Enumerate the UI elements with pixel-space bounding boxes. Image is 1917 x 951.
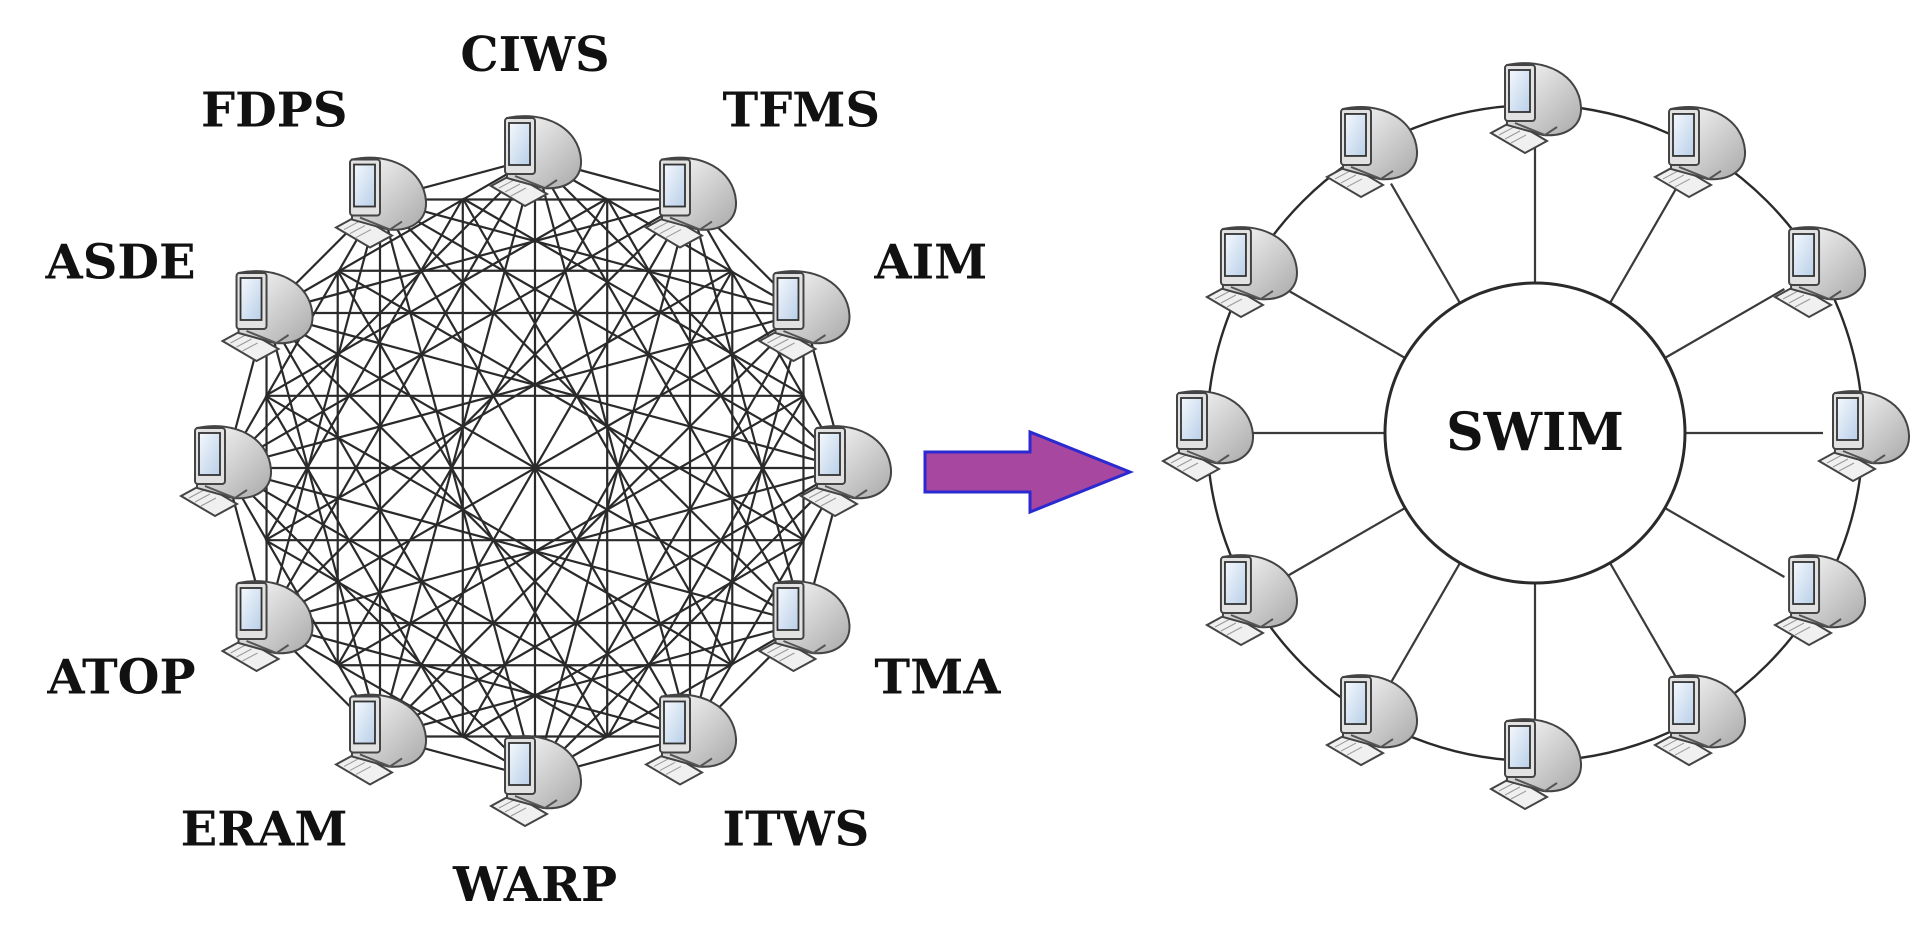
right-arrow-icon: [923, 429, 1135, 515]
hub-spoke: [1390, 562, 1461, 683]
mesh-link: [265, 199, 382, 624]
computer-icon: [1654, 106, 1747, 198]
mesh-link: [606, 395, 806, 739]
mesh-link: [336, 270, 609, 739]
mesh-link: [265, 312, 382, 737]
node-label-aim: AIM: [873, 235, 987, 291]
swim-hub: [1383, 281, 1687, 585]
mesh-link: [379, 198, 804, 315]
mesh-link: [379, 198, 846, 469]
mesh-link: [379, 312, 805, 738]
computer-icon: [1774, 226, 1867, 318]
computer-icon: [180, 425, 273, 517]
hub-spoke: [1664, 507, 1785, 578]
mesh-link: [462, 197, 806, 397]
computer-icon: [1162, 390, 1255, 482]
computer-icon: [758, 270, 851, 362]
mesh-link: [264, 395, 464, 739]
hub-spoke: [1609, 183, 1680, 304]
node-label-ciws: CIWS: [460, 27, 609, 83]
computer-icon: [758, 580, 851, 672]
mesh-link: [336, 197, 609, 666]
mesh-link: [379, 198, 691, 738]
right-swim-network: SWIM: [1162, 62, 1911, 810]
mesh-link: [461, 197, 734, 666]
mesh-link: [379, 198, 805, 624]
computer-icon: [1205, 226, 1298, 318]
computer-icon: [1654, 674, 1747, 767]
hub-spoke: [1390, 183, 1461, 304]
computer-icon: [1818, 390, 1911, 482]
mesh-link: [337, 394, 806, 667]
computer-icon: [1490, 62, 1583, 154]
node-label-warp: WARP: [452, 857, 617, 913]
computer-icon: [800, 425, 893, 517]
node-label-tma: TMA: [874, 650, 1001, 706]
mesh-link: [224, 467, 691, 738]
mesh-link: [462, 539, 806, 739]
computer-icon: [1205, 554, 1298, 646]
node-label-atop: ATOP: [46, 650, 195, 706]
node-label-fdps: FDPS: [201, 83, 347, 139]
computer-icon: [490, 115, 583, 207]
mesh-link: [264, 539, 608, 739]
arrow-shape: [923, 429, 1135, 515]
computer-icon: [335, 156, 428, 249]
mesh-link: [337, 269, 806, 542]
hub-spoke: [1664, 288, 1785, 359]
hub-spoke: [1609, 562, 1680, 683]
hub-spoke: [1285, 288, 1406, 359]
hub-spoke: [1285, 507, 1406, 578]
mesh-connections: [223, 156, 847, 780]
left-mesh-network: CIWS TFMS AIM TMA ITWS WARP ERAM ATOP ASDE FDPS: [44, 27, 1001, 913]
mesh-link: [265, 198, 691, 624]
mesh-link: [265, 312, 691, 738]
computer-icon: [221, 270, 314, 362]
computer-icon: [1326, 106, 1419, 198]
mesh-link: [264, 197, 608, 397]
node-label-eram: ERAM: [181, 801, 348, 857]
mesh-link: [606, 197, 806, 541]
node-label-itws: ITWS: [723, 801, 870, 857]
computer-icon: [1490, 718, 1583, 810]
node-label-tfms: TFMS: [723, 83, 881, 139]
mesh-link: [264, 394, 733, 667]
mesh-link: [264, 269, 733, 542]
mesh-link: [264, 197, 464, 541]
computer-icon: [1326, 674, 1419, 767]
computer-icon: [1774, 554, 1867, 646]
left-node-labels: CIWS TFMS AIM TMA ITWS WARP ERAM ATOP ASDE FDPS: [44, 27, 1001, 913]
computer-icon: [645, 693, 738, 786]
computer-icon: [645, 156, 738, 249]
hub-spokes: [1247, 145, 1823, 721]
node-label-asde: ASDE: [44, 235, 195, 291]
mesh-link: [265, 312, 536, 779]
computer-icon: [490, 735, 583, 827]
mesh-link: [461, 270, 734, 739]
hub-label: SWIM: [1446, 402, 1624, 463]
